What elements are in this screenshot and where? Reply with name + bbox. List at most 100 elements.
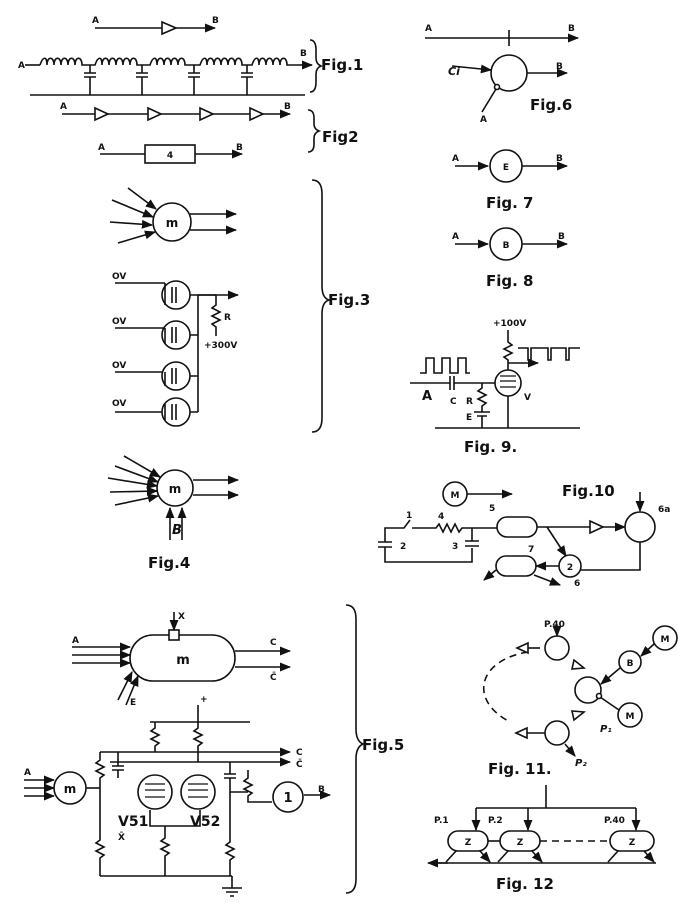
fig2-brace xyxy=(307,109,322,153)
fig12-label-p2: P.2 xyxy=(488,816,503,826)
fig3-ov-label-4: OV xyxy=(112,399,126,409)
fig3-supply-label: +300V xyxy=(204,341,237,351)
fig3-input-4 xyxy=(117,230,157,244)
fig4-input-3 xyxy=(107,477,159,489)
fig5-circuit-label-cbar: C̄ xyxy=(296,758,303,770)
fig5-x-label: X xyxy=(178,612,185,622)
fig6-group: A B Ci B A Fig.6 xyxy=(425,24,580,125)
fig10-capacitors xyxy=(378,528,479,563)
fig9-valve-grids xyxy=(500,375,516,388)
fig12-tap-1 xyxy=(445,850,457,863)
fig5-output-neuron xyxy=(272,781,304,813)
fig12-group: Z Z Z P.1 P.2 P.40 Fig. 12 xyxy=(426,785,656,893)
fig5-label-v52: V52 xyxy=(190,814,220,830)
fig5-circuit-label-a: A xyxy=(24,768,31,778)
fig11-p2-output xyxy=(564,743,576,757)
fig8-label-a: A xyxy=(452,232,459,242)
fig11-neuron-p40 xyxy=(544,635,570,661)
fig4-input-4 xyxy=(109,486,159,496)
fig11-label-p1: P₁ xyxy=(600,724,612,735)
fig3-group: m R +300V OV OV xyxy=(109,179,370,433)
fig2-amp-4 xyxy=(249,106,265,122)
fig5-plus-label: + xyxy=(200,695,208,705)
fig1-line-label-a: A xyxy=(18,61,25,71)
fig11-b-to-center xyxy=(600,667,621,685)
fig10-7-output xyxy=(483,569,497,581)
fig12-tap-40 xyxy=(607,850,619,863)
fig11-m-to-b xyxy=(640,643,655,657)
fig10-group: M Fig.10 2 1 2 3 4 5 6 6a 7 xyxy=(378,481,670,589)
fig12-unit-1-label: Z xyxy=(465,838,472,848)
fig9-label-e: E xyxy=(466,413,472,423)
fig5-tube-v52 xyxy=(180,774,216,810)
fig5-tube-v51 xyxy=(137,774,173,810)
fig2-delay-box xyxy=(144,144,196,164)
fig6-label-b: B xyxy=(568,24,575,34)
fig1-amplifier-triangle xyxy=(161,20,179,36)
fig11-neuron-p2 xyxy=(544,720,570,746)
fig3-input-3 xyxy=(109,219,154,229)
fig10-label-7: 7 xyxy=(528,545,534,555)
fig8-neuron-label: B xyxy=(503,241,510,251)
fig11-neuron-m-bottom-label: M xyxy=(626,712,635,722)
fig3-input-1 xyxy=(127,187,157,210)
fig10-label-4: 4 xyxy=(438,512,444,522)
fig5-circuit-wiring xyxy=(94,705,332,897)
fig5-inhibit-2 xyxy=(125,674,139,706)
fig12-out-2 xyxy=(531,850,543,863)
fig12-unit-40-label: Z xyxy=(629,838,636,848)
fig5-label-xbar: X̄ xyxy=(118,831,125,843)
fig2-amp-3 xyxy=(199,106,215,122)
fig9-battery xyxy=(474,411,490,417)
fig11-neuron-b xyxy=(618,650,642,674)
fig11-amp-mid-bottom xyxy=(570,710,587,722)
fig9-grid-resistor xyxy=(476,383,488,412)
fig11-m-to-center xyxy=(599,696,620,711)
fig1-inductor-coils xyxy=(39,57,300,66)
fig5-inhibit-1 xyxy=(117,670,133,701)
fig11-neuron-m-bottom xyxy=(617,702,643,728)
fig5-label-v51: V51 xyxy=(118,814,148,830)
fig10-label-1: 1 xyxy=(406,511,412,521)
fig2-caption: Fig2 xyxy=(322,128,359,146)
fig1-capacitors xyxy=(84,65,253,95)
fig1-label-a: A xyxy=(92,16,99,26)
fig2-box-label-b: B xyxy=(236,143,243,153)
fig2-amp-1 xyxy=(94,106,110,122)
fig11-inhibit-dot xyxy=(595,692,603,700)
fig8-label-b: B xyxy=(558,232,565,242)
fig5-label-c: C xyxy=(270,638,277,648)
fig12-tap-2 xyxy=(497,850,509,863)
fig6-ci-arrow xyxy=(451,64,493,74)
fig8-caption: Fig. 8 xyxy=(486,272,533,290)
fig4-input-1 xyxy=(123,455,161,478)
fig9-input-pulses xyxy=(420,357,470,374)
fig12-label-p40: P.40 xyxy=(604,816,625,826)
fig10-to-2 xyxy=(546,526,567,557)
fig2-amp-2 xyxy=(147,106,163,122)
fig11-label-p40: P.40 xyxy=(544,620,565,630)
fig5-label-cbar: C̄ xyxy=(270,671,277,683)
fig7-label-a: A xyxy=(452,154,459,164)
fig9-group: +100V A C R E V Fig. 9. xyxy=(410,319,580,456)
fig5-label-a: A xyxy=(72,636,79,646)
fig10-neuron-6a xyxy=(624,511,656,543)
fig3-caption: Fig.3 xyxy=(328,291,370,309)
fig3-brace xyxy=(311,179,332,433)
fig5-output-neuron-label: 1 xyxy=(283,791,292,806)
fig9-caption: Fig. 9. xyxy=(464,438,517,456)
fig9-plate-resistor xyxy=(502,330,514,370)
fig5-x-input-box xyxy=(168,629,180,641)
fig11-label-p2: P₂ xyxy=(575,758,587,769)
fig5-brace xyxy=(345,604,366,894)
fig2-label-b: B xyxy=(284,102,291,112)
fig3-ov-label-2: OV xyxy=(112,317,126,327)
fig12-unit-2-label: Z xyxy=(517,838,524,848)
fig6-a-input xyxy=(481,88,497,113)
fig9-valve xyxy=(494,369,522,397)
fig9-output-pulses xyxy=(518,347,580,361)
fig10-label-6a: 6a xyxy=(658,505,670,515)
fig10-label-6: 6 xyxy=(574,579,580,589)
fig4-neuron-label: m xyxy=(169,482,182,496)
